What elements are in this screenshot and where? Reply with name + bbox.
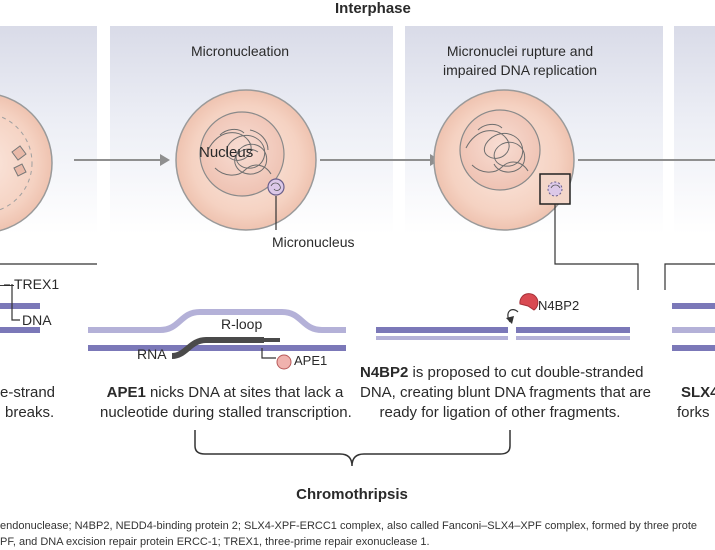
ape1-enzyme-icon [276, 354, 292, 370]
header-title: Interphase [335, 0, 411, 17]
ape1-desc-line2: nucleotide during stalled transcription. [100, 404, 352, 421]
footnote-line2: PF, and DNA excision repair protein ERCC… [0, 536, 430, 548]
trex1-dna-label: DNA [22, 312, 52, 328]
trex1-desc-line2: breaks. [5, 404, 55, 421]
cell-micronucleation [175, 89, 317, 231]
stage-label-micronucleation: Micronucleation [190, 43, 290, 59]
ape1-desc-line1: APE1 nicks DNA at sites that lack a [100, 383, 350, 403]
stage-label-rupture-line1: Micronuclei rupture and [446, 43, 594, 59]
rna-label: RNA [137, 346, 167, 362]
trex1-dna [0, 284, 40, 333]
slx4-desc-line2: forks [677, 404, 710, 421]
trex1-enzyme-label: —TREX1 [0, 276, 60, 292]
n4bp2-dna [376, 309, 630, 347]
nucleus-label: Nucleus [199, 144, 254, 161]
micronucleus-label: Micronucleus [272, 234, 355, 250]
panel-frame-right [664, 263, 715, 290]
cell-rupture [433, 89, 639, 290]
ape1-rloop-diagram [88, 309, 346, 359]
stage-background-right [674, 26, 715, 234]
trex1-label-text: TREX1 [14, 276, 60, 292]
ape1-desc-bold: APE1 [106, 384, 146, 401]
ape1-desc-rest: nicks DNA at sites that lack a [145, 384, 344, 401]
footnote-line1: endonuclease; N4BP2, NEDD4-binding prote… [0, 520, 698, 532]
trex1-desc-line1: e-strand [0, 384, 56, 401]
slx4-dna [672, 303, 715, 351]
n4bp2-enzyme-icon [519, 293, 539, 311]
slx4-desc-line1: SLX4 [681, 384, 715, 401]
n4bp2-desc-line2: DNA, creating blunt DNA fragments that a… [360, 384, 651, 401]
n4bp2-enzyme-label: N4BP2 [538, 298, 580, 313]
arrow-right-icon [74, 154, 170, 166]
n4bp2-desc-line1: N4BP2 is proposed to cut double-stranded [360, 363, 644, 383]
brace-icon [194, 430, 511, 467]
stage-label-rupture-line2: impaired DNA replication [442, 62, 598, 78]
n4bp2-desc-rest: is proposed to cut double-stranded [408, 364, 644, 381]
n4bp2-desc-bold: N4BP2 [360, 364, 409, 381]
rloop-label: R-loop [221, 316, 263, 332]
arrow-right-icon [320, 154, 440, 166]
outcome-label: Chromothripsis [296, 486, 408, 503]
cell-left-partial [0, 94, 53, 232]
n4bp2-desc-line3: ready for ligation of other fragments. [379, 404, 621, 421]
ape1-enzyme-label: APE1 [294, 353, 328, 368]
